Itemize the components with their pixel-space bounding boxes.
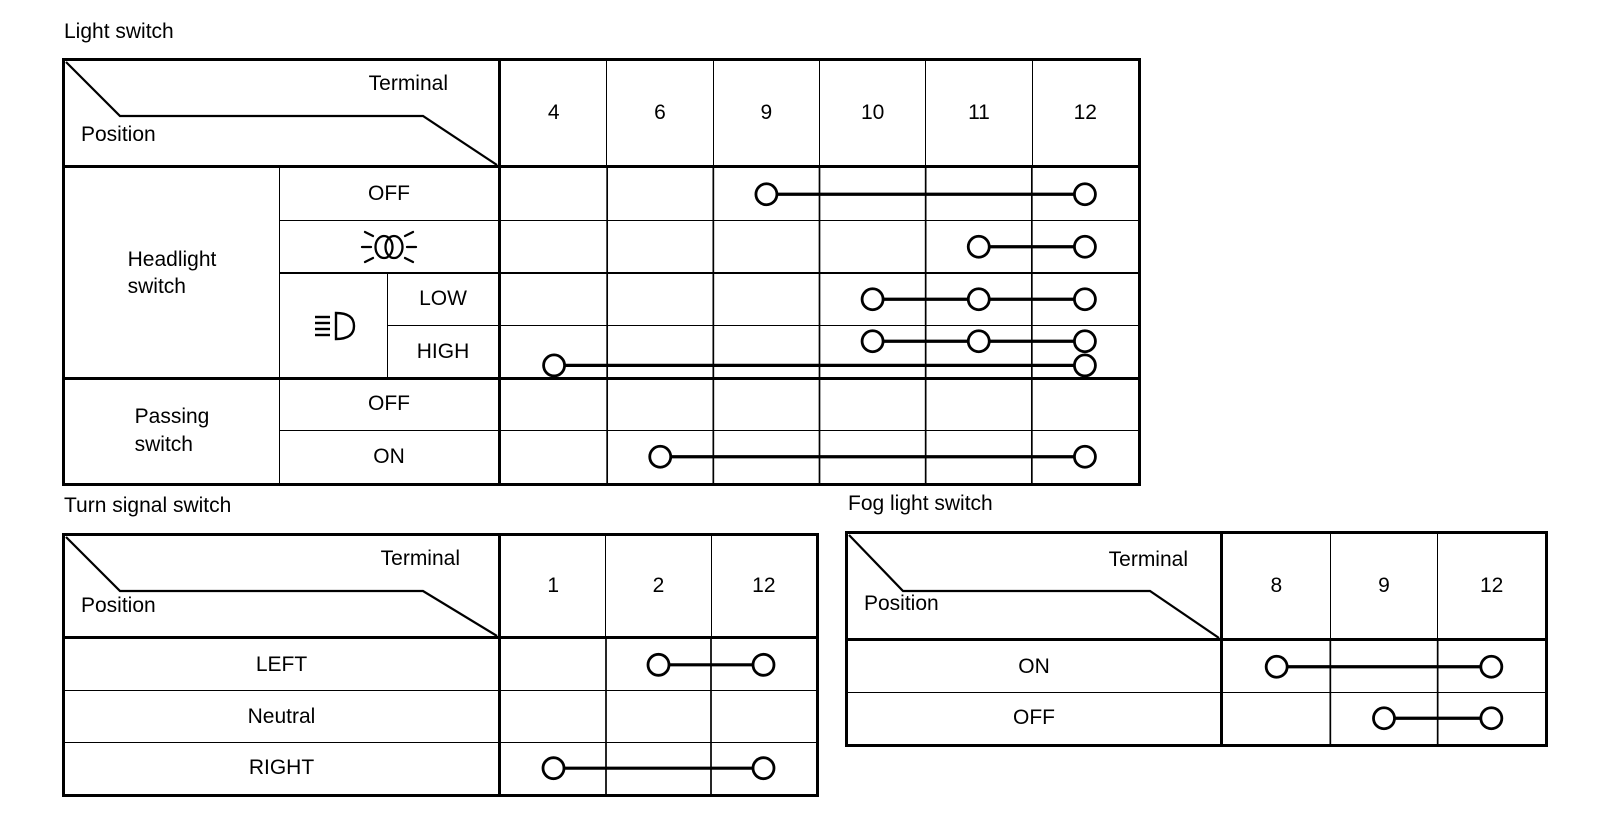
light-switch-body: Headlight switch Passing switch OFF (65, 168, 1138, 483)
terminal-circle (648, 444, 673, 469)
terminal-circle (1073, 329, 1097, 354)
headlight-beam-icon (314, 311, 355, 340)
position-header-label: Position (864, 592, 939, 615)
terminal-circle (966, 287, 991, 312)
terminal-circle (1372, 706, 1396, 731)
terminal-header-10: 10 (818, 61, 925, 165)
terminal-header-9: 9 (712, 61, 819, 165)
row-label-neutral: Neutral (247, 704, 316, 728)
terminal-header-label: Terminal (380, 547, 460, 570)
terminal-header-8: 8 (1270, 574, 1283, 597)
terminal-header-12: 12 (1031, 61, 1138, 165)
terminal-circle (1073, 444, 1097, 469)
terminal-circle (860, 287, 885, 312)
terminal-circle (1073, 234, 1097, 259)
terminal-header-row: 4 6 9 10 11 12 (501, 61, 1138, 165)
group-headlight-switch: Headlight switch (65, 168, 280, 378)
grid-line (280, 219, 1138, 222)
fog-light-title: Fog light switch (848, 492, 993, 515)
terminal-header-row: 8 9 12 (1223, 534, 1545, 638)
turn-signal-continuity-grid (541, 639, 776, 794)
diagonal-header-divider (65, 536, 498, 636)
turn-signal-table: Terminal Position 1 2 12 LEFT Neutral RI… (62, 533, 819, 797)
terminal-header-4: 4 (547, 101, 560, 124)
terminal-circle (754, 182, 779, 207)
terminal-header-1: 1 (547, 574, 559, 597)
terminal-header-9: 9 (1329, 534, 1438, 638)
fog-light-table: Terminal Position 8 9 12 ON OFF (845, 531, 1548, 747)
terminal-header-label: Terminal (1108, 548, 1188, 571)
row-label-off: OFF (1013, 706, 1055, 730)
grid-line (65, 741, 816, 744)
group-divider-line (65, 376, 1138, 380)
light-switch-table: Terminal Position 4 6 9 10 11 12 Headlig… (62, 58, 1141, 486)
grid-line (65, 689, 816, 692)
row-label-left: LEFT (255, 652, 308, 676)
header-bottom-line (65, 165, 1138, 168)
terminal-circle (1264, 654, 1289, 679)
group-label: Headlight switch (127, 247, 217, 298)
terminal-circle (1479, 654, 1504, 679)
terminal-circle (1073, 182, 1097, 207)
terminal-circle (1479, 706, 1504, 731)
terminal-circle (646, 652, 671, 677)
terminal-circle (966, 329, 991, 354)
grid-line (848, 691, 1545, 694)
grid-line (388, 324, 1138, 327)
position-data-divider (1220, 534, 1223, 744)
row-label-beam (280, 273, 388, 378)
diagonal-header-divider (848, 534, 1220, 638)
position-header-label: Position (81, 123, 156, 146)
diagonal-header-divider (65, 61, 498, 165)
row-label-off: OFF (368, 182, 410, 206)
position-data-divider (498, 536, 501, 794)
terminal-header-11: 11 (925, 61, 1031, 165)
terminal-circle (751, 652, 776, 677)
light-switch-title: Light switch (64, 20, 174, 43)
row-label-high: HIGH (416, 339, 470, 363)
terminal-header-6: 6 (606, 61, 712, 165)
terminal-header-2: 2 (605, 536, 710, 636)
position-header-label: Position (81, 594, 156, 617)
terminal-circle (1073, 353, 1097, 378)
terminal-header-label: Terminal (368, 72, 448, 95)
light-switch-continuity-grid (542, 168, 1097, 483)
header-bottom-line (848, 638, 1545, 641)
row-label-passing-off: OFF (368, 392, 410, 416)
terminal-header-12: 12 (1437, 534, 1545, 638)
turn-signal-body: LEFT Neutral RIGHT (65, 639, 816, 794)
terminal-circle (966, 234, 991, 259)
fog-light-body: ON OFF (848, 641, 1545, 744)
position-data-divider (498, 61, 501, 483)
row-label-parking (280, 221, 498, 274)
turn-signal-title: Turn signal switch (64, 494, 232, 517)
grid-line (280, 272, 1138, 274)
fog-light-continuity-grid (1264, 641, 1504, 744)
terminal-circle (541, 756, 566, 781)
terminal-circle (542, 353, 566, 378)
group-label: Passing switch (134, 405, 210, 456)
terminal-circle (1073, 287, 1097, 312)
grid-line (280, 429, 1138, 432)
terminal-header-12: 12 (710, 536, 816, 636)
row-label-right: RIGHT (248, 756, 315, 780)
parking-lamp-icon (360, 230, 418, 263)
terminal-circle (860, 329, 885, 354)
row-label-on: ON (1018, 654, 1050, 678)
row-label-low: LOW (419, 287, 467, 311)
row-label-passing-on: ON (373, 444, 405, 468)
terminal-header-row: 1 2 12 (501, 536, 816, 636)
group-passing-switch: Passing switch (65, 378, 280, 483)
header-bottom-line (65, 636, 816, 639)
terminal-circle (751, 756, 776, 781)
